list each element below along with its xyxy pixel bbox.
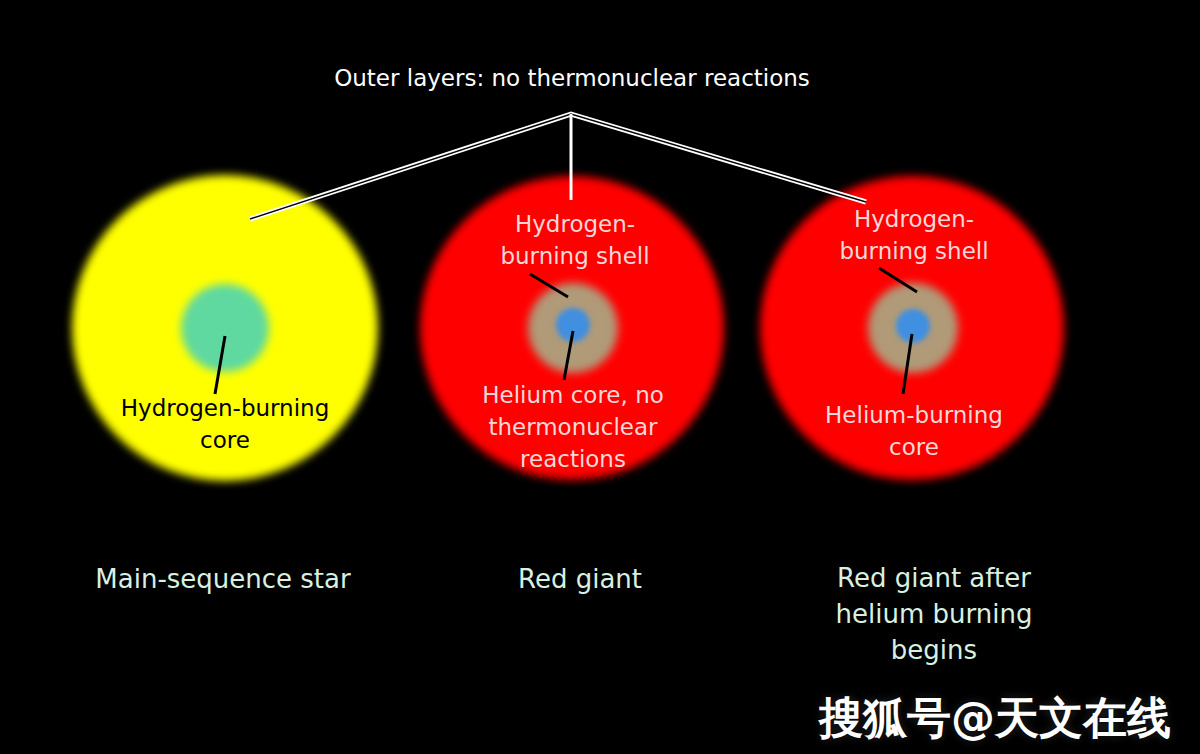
shell-label: Hydrogen-burning shell <box>812 203 1017 267</box>
star-node: Hydrogen-burning shellHelium core, no th… <box>415 168 730 648</box>
star-node: Hydrogen-burning shellHelium-burning cor… <box>755 168 1070 678</box>
bracket <box>250 114 866 219</box>
watermark: 搜狐号@天文在线 <box>795 690 1195 746</box>
red-giant <box>760 176 1064 480</box>
main-sequence-star <box>72 175 378 481</box>
star-caption: Red giant after helium burning begins <box>809 560 1059 668</box>
hydrogen-core <box>181 284 269 372</box>
red-giant <box>420 176 724 480</box>
core-label: Helium-burning core <box>802 399 1027 463</box>
core-label: Helium core, no thermonuclear reactions <box>463 379 683 475</box>
helium-core <box>896 309 930 343</box>
star-caption: Red giant <box>430 561 730 597</box>
shell <box>528 283 618 373</box>
core-label: Hydrogen-burning core <box>100 392 350 456</box>
shell <box>868 283 958 373</box>
star-node: Hydrogen-burning coreMain-sequence star <box>65 168 385 648</box>
leader-line <box>215 268 917 394</box>
star-caption: Main-sequence star <box>63 561 383 597</box>
shell-label: Hydrogen-burning shell <box>473 208 678 272</box>
outer-layers-label: Outer layers: no thermonuclear reactions <box>262 62 882 94</box>
